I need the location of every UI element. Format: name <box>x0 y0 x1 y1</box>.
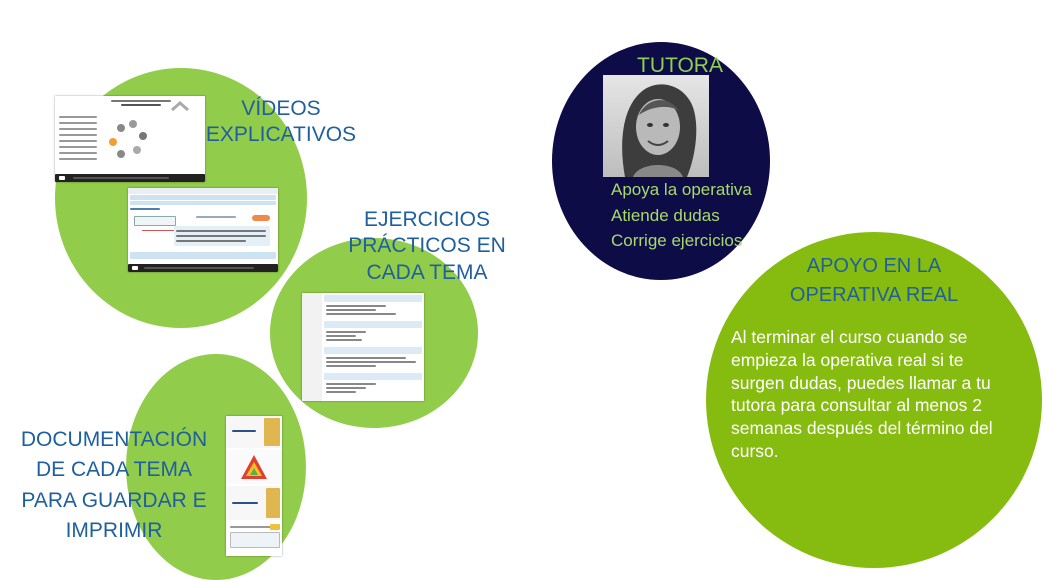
videos-title: VÍDEOS EXPLICATIVOS <box>205 97 357 147</box>
tutor-roles: Apoya la operativa Atiende dudas Corrige… <box>611 177 781 254</box>
support-circle <box>706 232 1042 568</box>
tutor-role-3: Corrige ejercicios <box>611 231 743 250</box>
documentation-thumbnail[interactable] <box>226 416 282 556</box>
tutor-photo <box>603 75 709 177</box>
exercise-thumbnail[interactable] <box>302 293 424 401</box>
tutor-role-2: Atiende dudas <box>611 205 720 225</box>
support-body: Al terminar el curso cuando se empieza l… <box>731 327 993 461</box>
support-title: APOYO EN LA OPERATIVA REAL <box>789 255 959 306</box>
tutor-title: TUTORA <box>637 54 723 77</box>
exercises-title: EJERCICIOS PRÁCTICOS EN CADA TEMA <box>348 208 506 284</box>
chevron-up-icon[interactable] <box>170 100 190 112</box>
tutor-role-1: Apoya la operativa <box>611 180 752 199</box>
video-thumbnail-2[interactable] <box>128 188 278 272</box>
documentation-title: DOCUMENTACIÓN DE CADA TEMA PARA GUARDAR … <box>20 428 208 543</box>
video-thumbnail-1[interactable] <box>55 96 205 182</box>
